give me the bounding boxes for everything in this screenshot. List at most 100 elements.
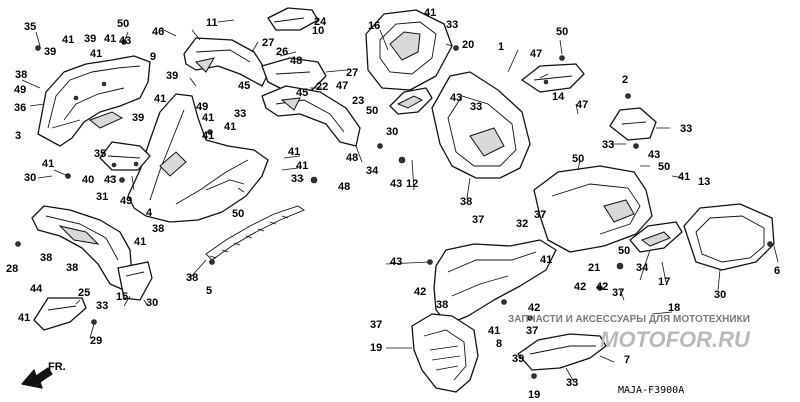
callout: 8 bbox=[496, 338, 502, 350]
watermark-brand: MOTOFOR.RU bbox=[600, 327, 751, 352]
callout: 41 bbox=[296, 160, 308, 172]
callout: 39 bbox=[84, 33, 96, 45]
callout: 29 bbox=[90, 335, 102, 347]
part-bracket-5 bbox=[33, 297, 87, 331]
callout: 43 bbox=[119, 35, 131, 47]
callout: 37 bbox=[612, 287, 624, 299]
callout: 3 bbox=[15, 130, 21, 142]
part-trim-strip-25 bbox=[205, 205, 305, 261]
callout: 33 bbox=[566, 377, 578, 389]
part-meter-panel-16 bbox=[365, 9, 453, 91]
callout: 48 bbox=[338, 181, 350, 193]
callout: 50 bbox=[572, 153, 584, 165]
callout: 28 bbox=[6, 263, 18, 275]
part-lower-cowl-13 bbox=[533, 165, 653, 253]
callout: 43 bbox=[390, 256, 402, 268]
part-under-cowl-left bbox=[31, 205, 133, 291]
callout: 33 bbox=[470, 101, 482, 113]
callout: 41 bbox=[678, 171, 690, 183]
callout: 30 bbox=[24, 172, 36, 184]
callout: 35 bbox=[24, 21, 36, 33]
callout: 13 bbox=[698, 176, 710, 188]
callout: 38 bbox=[66, 262, 78, 274]
callout: 1 bbox=[498, 41, 504, 53]
callout: 41 bbox=[488, 325, 500, 337]
callout: 38 bbox=[152, 223, 164, 235]
callout: 9 bbox=[150, 51, 156, 63]
callout: 39 bbox=[512, 353, 524, 365]
callout: 17 bbox=[658, 276, 670, 288]
callout: 47 bbox=[576, 99, 588, 111]
direction-label: FR. bbox=[48, 361, 66, 373]
callout: 48 bbox=[346, 152, 358, 164]
part-bracket-2 bbox=[609, 107, 657, 141]
callout: 43 bbox=[450, 92, 462, 104]
callout: 37 bbox=[526, 325, 538, 337]
part-under-cowl-7 bbox=[517, 333, 607, 371]
callout: 37 bbox=[370, 319, 382, 331]
callout: 33 bbox=[680, 123, 692, 135]
callout: 40 bbox=[82, 174, 94, 186]
callout: 33 bbox=[96, 300, 108, 312]
callout: 50 bbox=[556, 26, 568, 38]
callout: 41 bbox=[540, 254, 552, 266]
callout: 27 bbox=[346, 67, 358, 79]
callout: 41 bbox=[202, 112, 214, 124]
callout: 46 bbox=[152, 26, 164, 38]
callout: 38 bbox=[186, 272, 198, 284]
callout: 7 bbox=[624, 354, 630, 366]
callout: 32 bbox=[516, 218, 528, 230]
callout: 20 bbox=[462, 39, 474, 51]
part-duct-10 bbox=[261, 85, 361, 147]
leader-lines bbox=[21, 19, 779, 383]
front-direction-arrow: FR. bbox=[21, 361, 66, 389]
callout: 45 bbox=[238, 80, 250, 92]
callout: 15 bbox=[116, 291, 128, 303]
part-inner-panel-22 bbox=[261, 57, 327, 91]
callout: 6 bbox=[774, 265, 780, 277]
callout: 24 bbox=[314, 16, 327, 28]
callout: 41 bbox=[202, 130, 214, 142]
callout: 45 bbox=[296, 87, 308, 99]
watermark-line: ЗАПЧАСТИ И АКСЕССУАРЫ ДЛЯ МОТОТЕХНИКИ bbox=[508, 314, 750, 325]
callout: 39 bbox=[44, 46, 56, 58]
callout: 50 bbox=[366, 105, 378, 117]
callout: 30 bbox=[714, 289, 726, 301]
callout: 34 bbox=[366, 165, 379, 177]
callout: 25 bbox=[78, 287, 90, 299]
callout: 33 bbox=[446, 19, 458, 31]
callout: 33 bbox=[602, 139, 614, 151]
callout: 37 bbox=[534, 209, 546, 221]
callout: 41 bbox=[42, 158, 54, 170]
callout: 38 bbox=[15, 69, 27, 81]
callout: 41 bbox=[154, 93, 166, 105]
callout: 22 bbox=[316, 81, 328, 93]
fasteners bbox=[15, 39, 773, 379]
callout: 19 bbox=[528, 389, 540, 401]
callout: 38 bbox=[40, 252, 52, 264]
callout: 42 bbox=[528, 302, 540, 314]
part-side-cover-18 bbox=[411, 313, 479, 393]
callout: 34 bbox=[636, 262, 649, 274]
callout: 19 bbox=[370, 342, 382, 354]
callout: 41 bbox=[90, 48, 102, 60]
callout: 50 bbox=[618, 245, 630, 257]
callout: 38 bbox=[436, 299, 448, 311]
callout: 38 bbox=[460, 196, 472, 208]
callout: 16 bbox=[368, 20, 380, 32]
callout: 27 bbox=[262, 37, 274, 49]
callout: 31 bbox=[96, 191, 108, 203]
callout: 12 bbox=[406, 178, 418, 190]
callout: 14 bbox=[552, 91, 565, 103]
callout: 2 bbox=[622, 74, 628, 86]
callout: 23 bbox=[352, 95, 364, 107]
callout-labels: 35 41 39 41 50 43 39 38 49 36 41 3 41 30… bbox=[6, 7, 780, 401]
part-front-inner-cowl bbox=[37, 55, 151, 147]
callout: 41 bbox=[18, 312, 30, 324]
callout: 50 bbox=[232, 208, 244, 220]
part-screen-23 bbox=[267, 7, 319, 31]
callout: 47 bbox=[530, 48, 542, 60]
callout: 41 bbox=[134, 236, 146, 248]
